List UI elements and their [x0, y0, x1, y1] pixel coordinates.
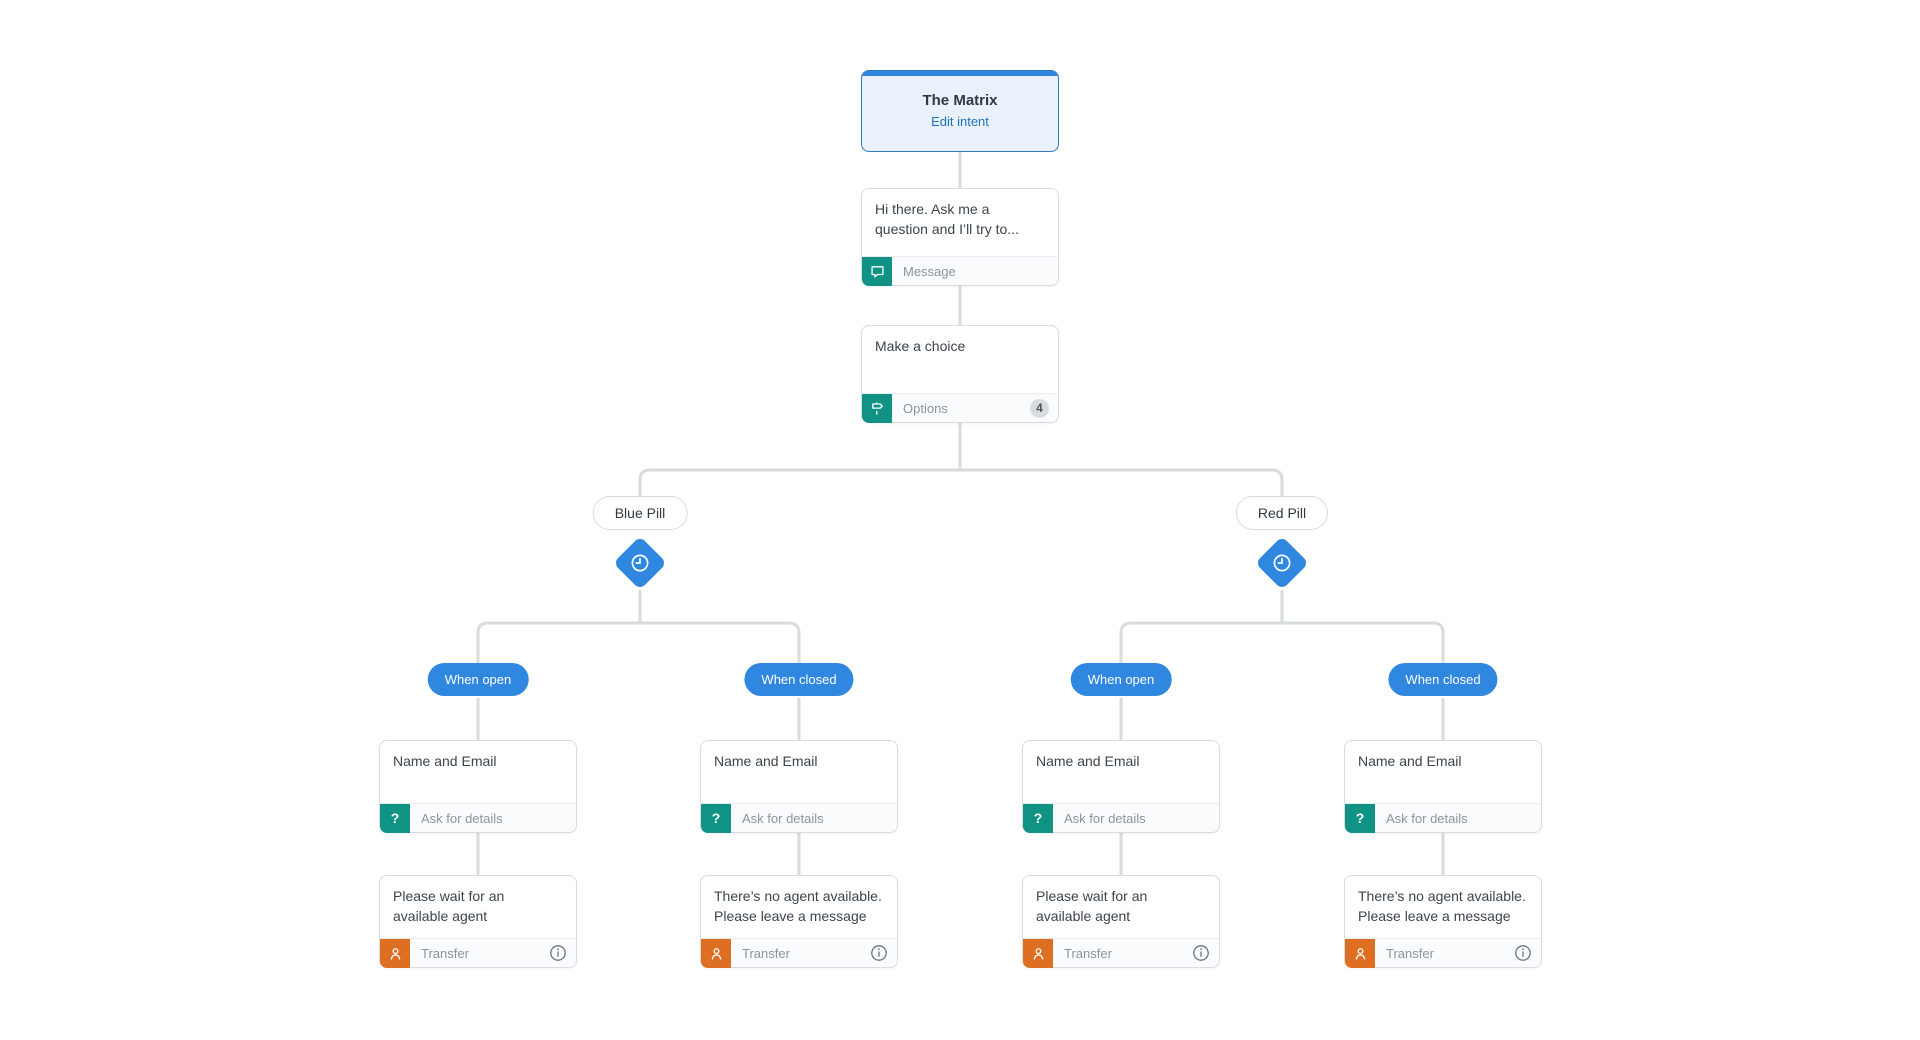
condition-pill-label: When closed — [1405, 672, 1481, 687]
transfer-type-label: Transfer — [1386, 945, 1434, 961]
ask-details-body: Name and Email — [714, 753, 818, 769]
signpost-icon — [862, 393, 892, 423]
transfer-footer: Transfer — [701, 938, 897, 968]
transfer-body: Please wait for an available agent — [1036, 888, 1148, 924]
ask-details-footer: ? Ask for details — [1345, 803, 1541, 833]
question-mark-icon: ? — [1345, 803, 1375, 833]
ask-details-type-label: Ask for details — [742, 810, 824, 826]
transfer-footer: Transfer — [1023, 938, 1219, 968]
branch-pill-blue-pill[interactable]: Blue Pill — [592, 496, 688, 530]
person-icon — [380, 938, 410, 968]
intent-node[interactable]: The Matrix Edit intent — [861, 70, 1059, 152]
info-icon[interactable] — [1192, 944, 1210, 962]
clock-icon — [629, 552, 651, 574]
transfer-body: There’s no agent available. Please leave… — [1358, 888, 1526, 924]
ask-details-type-label: Ask for details — [1386, 810, 1468, 826]
condition-pill-when-open[interactable]: When open — [1070, 663, 1172, 696]
business-hours-condition-node[interactable] — [1255, 536, 1309, 590]
ask-details-footer: ? Ask for details — [380, 803, 576, 833]
message-step-node[interactable]: Hi there. Ask me a question and I’ll try… — [861, 188, 1059, 286]
question-mark-icon: ? — [1023, 803, 1053, 833]
condition-pill-label: When open — [1087, 672, 1155, 687]
transfer-body: Please wait for an available agent — [393, 888, 505, 924]
condition-pill-label: When closed — [761, 672, 837, 687]
person-icon — [1023, 938, 1053, 968]
transfer-node[interactable]: There’s no agent available. Please leave… — [700, 875, 898, 968]
message-step-body: Hi there. Ask me a question and I’ll try… — [875, 201, 1019, 237]
transfer-type-label: Transfer — [742, 945, 790, 961]
chat-bubble-icon — [862, 256, 892, 286]
condition-pill-when-closed[interactable]: When closed — [744, 663, 854, 696]
question-mark-icon: ? — [701, 803, 731, 833]
ask-details-footer: ? Ask for details — [701, 803, 897, 833]
info-icon[interactable] — [870, 944, 888, 962]
condition-pill-when-closed[interactable]: When closed — [1388, 663, 1498, 696]
ask-details-type-label: Ask for details — [1064, 810, 1146, 826]
options-step-type-label: Options — [903, 400, 948, 416]
ask-details-node[interactable]: Name and Email ? Ask for details — [1344, 740, 1542, 833]
transfer-footer: Transfer — [380, 938, 576, 968]
message-step-type-label: Message — [903, 263, 956, 279]
options-step-node[interactable]: Make a choice Options 4 — [861, 325, 1059, 423]
ask-details-node[interactable]: Name and Email ? Ask for details — [1022, 740, 1220, 833]
ask-details-type-label: Ask for details — [421, 810, 503, 826]
transfer-node[interactable]: There’s no agent available. Please leave… — [1344, 875, 1542, 968]
condition-pill-label: When open — [444, 672, 512, 687]
branch-pill-red-pill[interactable]: Red Pill — [1235, 496, 1329, 530]
intent-title: The Matrix — [922, 92, 998, 109]
ask-details-body: Name and Email — [393, 753, 497, 769]
branch-pill-label: Red Pill — [1257, 505, 1307, 521]
transfer-node[interactable]: Please wait for an available agent Trans… — [379, 875, 577, 968]
ask-details-node[interactable]: Name and Email ? Ask for details — [700, 740, 898, 833]
business-hours-condition-node[interactable] — [613, 536, 667, 590]
ask-details-body: Name and Email — [1036, 753, 1140, 769]
transfer-footer: Transfer — [1345, 938, 1541, 968]
info-icon[interactable] — [1514, 944, 1532, 962]
transfer-body: There’s no agent available. Please leave… — [714, 888, 882, 924]
transfer-type-label: Transfer — [421, 945, 469, 961]
ask-details-body: Name and Email — [1358, 753, 1462, 769]
branch-pill-label: Blue Pill — [614, 505, 666, 521]
ask-details-node[interactable]: Name and Email ? Ask for details — [379, 740, 577, 833]
condition-pill-when-open[interactable]: When open — [427, 663, 529, 696]
clock-icon — [1271, 552, 1293, 574]
person-icon — [701, 938, 731, 968]
ask-details-footer: ? Ask for details — [1023, 803, 1219, 833]
options-step-body: Make a choice — [875, 338, 966, 354]
intent-node-accent-bar — [862, 71, 1058, 76]
person-icon — [1345, 938, 1375, 968]
question-mark-icon: ? — [380, 803, 410, 833]
info-icon[interactable] — [549, 944, 567, 962]
options-count-badge: 4 — [1030, 398, 1049, 418]
options-step-footer: Options 4 — [862, 393, 1058, 423]
transfer-type-label: Transfer — [1064, 945, 1112, 961]
edit-intent-link[interactable]: Edit intent — [931, 114, 989, 129]
message-step-footer: Message — [862, 256, 1058, 286]
transfer-node[interactable]: Please wait for an available agent Trans… — [1022, 875, 1220, 968]
